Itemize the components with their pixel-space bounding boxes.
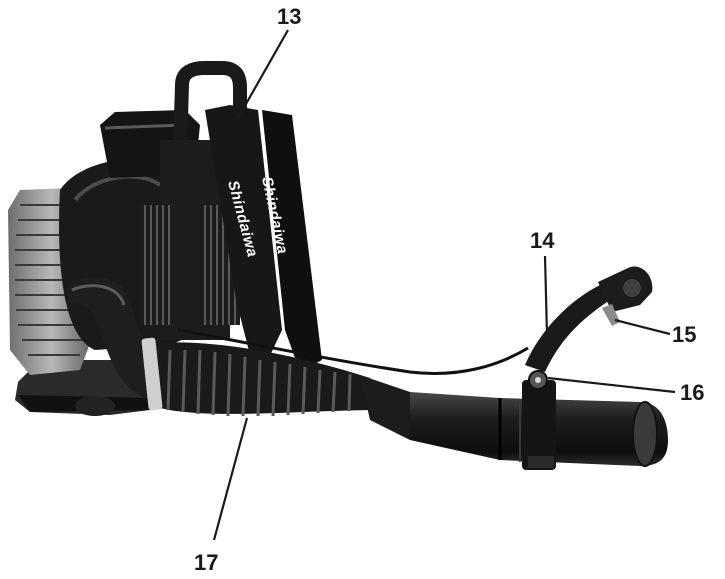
callout-17: 17 [194, 550, 218, 575]
leader-17 [212, 417, 249, 541]
callout-13: 13 [277, 4, 301, 29]
callout-labels: 13 14 15 16 17 [194, 4, 704, 575]
shoulder-straps: Shindaiwa Shindaiwa [205, 105, 322, 372]
elbow-pipe [68, 277, 160, 400]
callout-14: 14 [530, 228, 555, 253]
control-handle [525, 266, 653, 390]
base-plate [15, 360, 150, 416]
callout-16: 16 [680, 380, 704, 405]
leader-14 [543, 255, 549, 336]
callout-15: 15 [672, 322, 696, 347]
leader-15 [614, 318, 671, 336]
leader-16 [547, 376, 676, 394]
leader-13 [237, 29, 289, 119]
callout-leaders [212, 29, 676, 541]
tube-clamp [522, 380, 556, 470]
throttle-cable [177, 328, 529, 375]
hose-reducer [360, 375, 410, 440]
